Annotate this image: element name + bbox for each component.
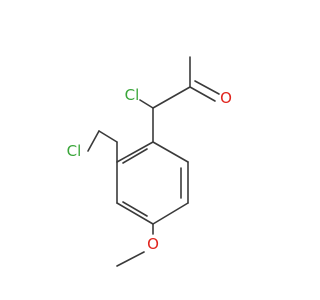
bonds	[87, 56, 220, 267]
bond-ch2-chlorine-b	[87, 130, 100, 152]
carbonyl-oxygen-atom-label: O	[220, 89, 232, 107]
atom-labels: Cl O Cl O	[67, 86, 232, 253]
bond-methoxy-methyl	[116, 251, 145, 267]
methoxy-oxygen-atom-label: O	[147, 235, 159, 253]
ring-double-2	[122, 201, 148, 217]
bond-carbonyl-oxygen-a	[189, 86, 216, 102]
ring-bond-6	[116, 141, 154, 163]
structure-canvas: Cl O Cl O	[67, 56, 232, 267]
ring-bond-4	[116, 202, 154, 225]
bond-carbonyl-oxygen-b	[194, 80, 220, 95]
bond-alpha-chlorine	[139, 99, 154, 109]
chloromethyl-chlorine-atom-label: Cl	[67, 142, 82, 160]
bond-ch2-chlorine-a	[98, 130, 118, 143]
ring-bond-1	[152, 141, 189, 163]
ring-double-3	[122, 148, 148, 164]
bond-carbonyl-alpha	[152, 86, 191, 109]
ring-bond-3	[152, 202, 189, 225]
chlorine-atom-label: Cl	[125, 86, 140, 104]
